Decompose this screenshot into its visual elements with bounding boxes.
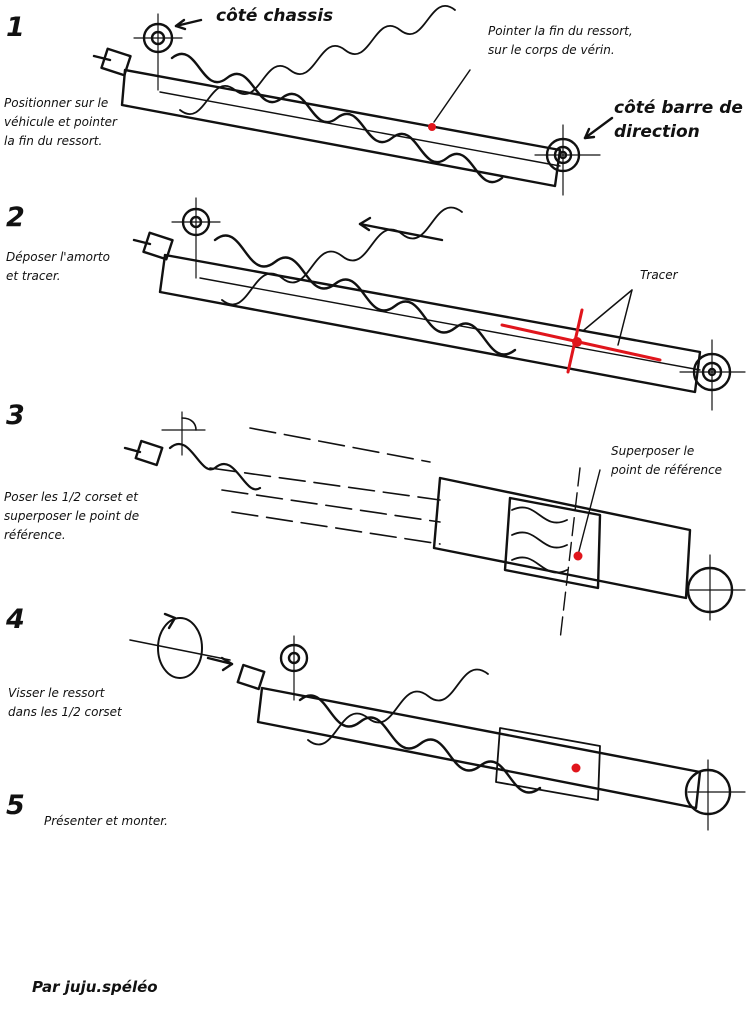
step-1-text: Positionner sur le véhicule et pointer l… xyxy=(4,96,117,148)
step-2-text: Déposer l'amorto et tracer. xyxy=(6,250,110,283)
step-4-text: Visser le ressort dans les 1/2 corset xyxy=(8,686,122,719)
overlay-annotation: Superposer le point de référence xyxy=(611,444,723,477)
step-1-number: 1 xyxy=(6,12,25,43)
chassis-side-label: côté chassis xyxy=(216,6,334,26)
shock-step-4 xyxy=(129,612,746,831)
step-4-reference-mark xyxy=(571,763,581,773)
spring-end-annotation: Pointer la fin du ressort, sur le corps … xyxy=(488,24,633,57)
step-2-number: 2 xyxy=(6,202,25,233)
shock-step-3 xyxy=(123,411,746,641)
trace-annotation: Tracer xyxy=(640,268,678,282)
overlay-reference-mark xyxy=(573,551,583,561)
step-4-number: 4 xyxy=(6,604,25,635)
spring-end-mark xyxy=(428,123,436,131)
step-5-number: 5 xyxy=(6,790,25,821)
step-3-text: Poser les 1/2 corset et superposer le po… xyxy=(4,490,140,542)
shock-step-1 xyxy=(92,5,614,196)
step-3-number: 3 xyxy=(6,400,25,431)
author-signature: Par juju.spéléo xyxy=(32,978,158,996)
step-5-text: Présenter et monter. xyxy=(44,814,168,828)
steering-side-label: côté barre de direction xyxy=(614,98,743,142)
reference-mark xyxy=(572,337,582,347)
shock-step-2 xyxy=(132,197,746,411)
